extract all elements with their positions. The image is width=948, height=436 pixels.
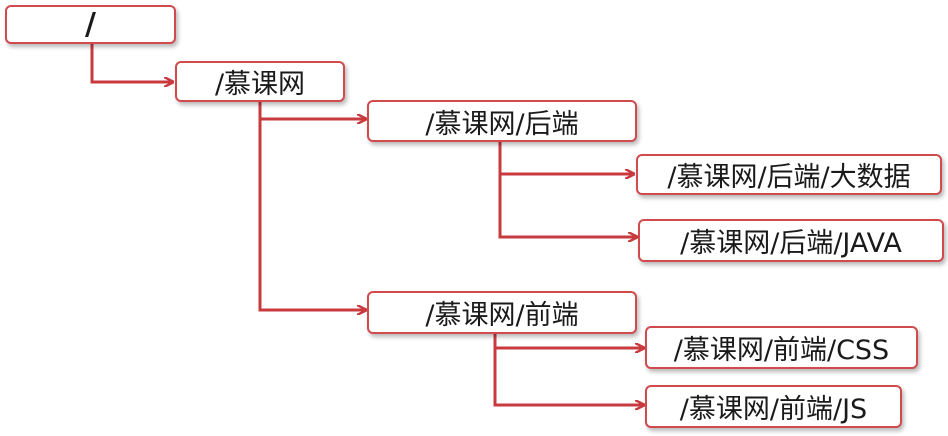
connector-frontend-js <box>493 348 643 405</box>
node-imooc: /慕课网 <box>175 61 345 102</box>
connector-backend-java <box>498 174 636 237</box>
node-backend-java: /慕课网/后端/JAVA <box>638 219 944 262</box>
node-frontend-css: /慕课网/前端/CSS <box>645 326 918 369</box>
connector-frontend-css <box>493 334 643 348</box>
node-backend-bigdata: /慕课网/后端/大数据 <box>636 154 942 195</box>
node-backend: /慕课网/后端 <box>367 100 637 142</box>
node-frontend: /慕课网/前端 <box>367 291 637 334</box>
connector-backend-bigdata <box>498 142 633 174</box>
node-root: / <box>5 5 176 44</box>
connector-imooc-frontend <box>258 119 365 310</box>
connector-imooc-backend <box>258 102 365 119</box>
connector-root-imooc <box>90 44 172 82</box>
node-frontend-js: /慕课网/前端/JS <box>645 385 902 428</box>
